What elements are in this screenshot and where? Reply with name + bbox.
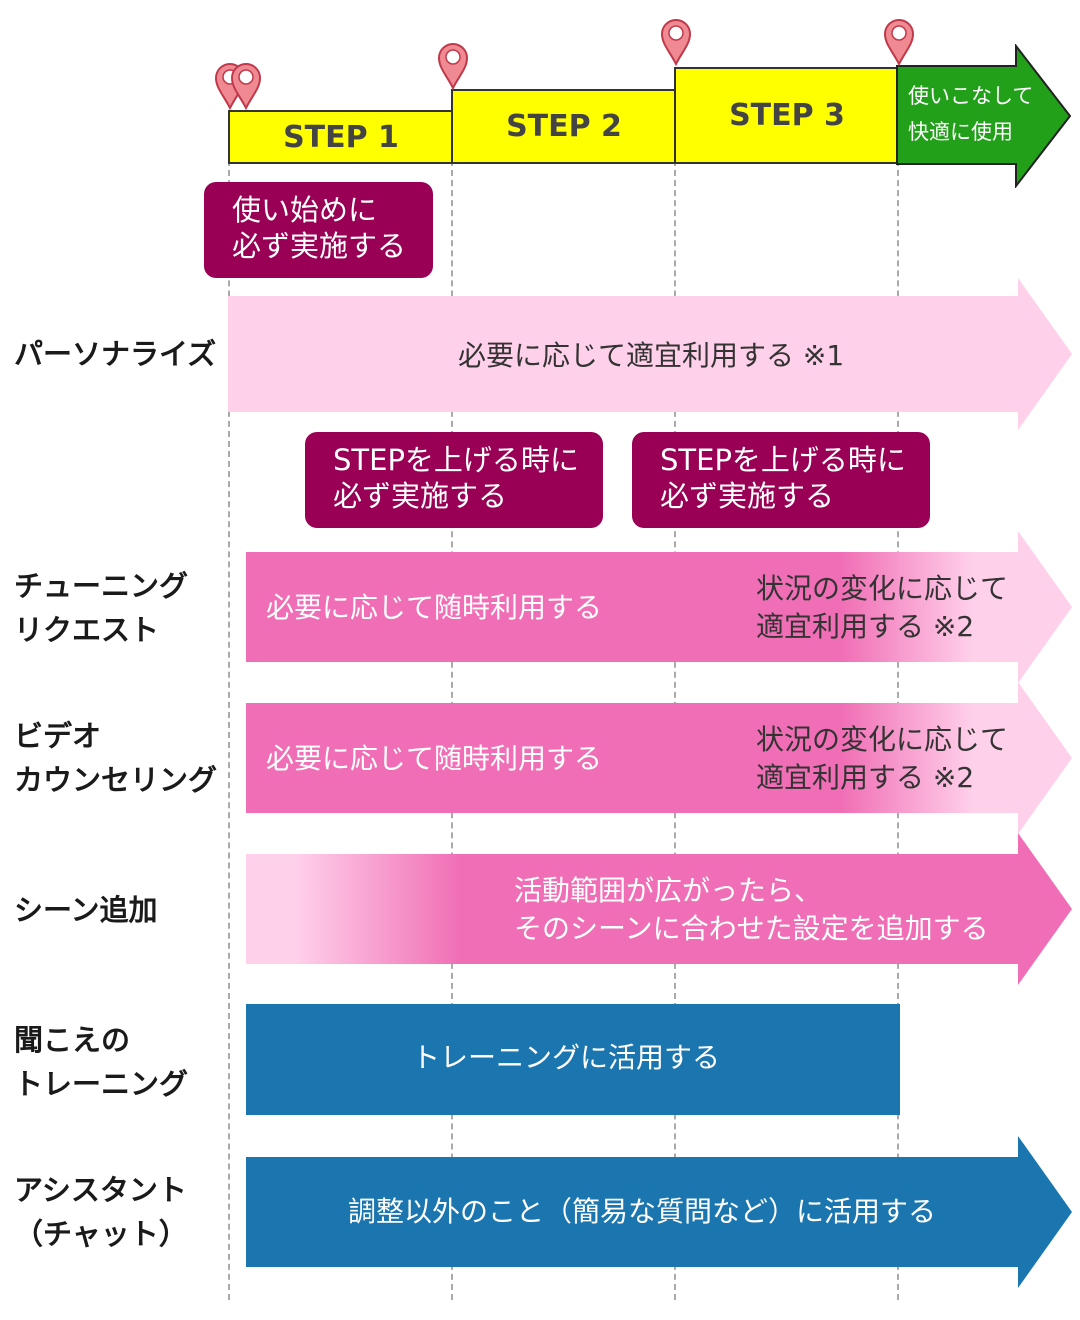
step-2-label: STEP 2: [506, 109, 622, 144]
row-label-hearing-training: 聞こえの トレーニング: [14, 1023, 189, 1101]
row-label-personalize: パーソナライズ: [14, 337, 217, 371]
step-2-block: STEP 2: [451, 89, 677, 164]
location-pin-icon: [437, 43, 469, 90]
guide-line-start: [228, 160, 230, 1300]
text-tuning-request-later: 状況の変化に応じて 適宜利用する ※2: [756, 572, 1009, 643]
final-usage-arrow: [896, 44, 1072, 188]
callout-start: 使い始めに 必ず実施する: [204, 182, 433, 278]
row-label-video-counseling: ビデオ カウンセリング: [14, 719, 218, 797]
step-1-label: STEP 1: [283, 119, 399, 155]
step-3-block: STEP 3: [674, 67, 900, 164]
row-label-scene-add: シーン追加: [14, 893, 158, 927]
arrow-video-counseling: [246, 682, 1072, 834]
text-tuning-request: 必要に応じて随時利用する: [266, 591, 603, 624]
row-label-tuning-request: チューニング リクエスト: [14, 569, 189, 647]
location-pin-icon: [883, 19, 915, 66]
text-assistant-chat: 調整以外のこと（簡易な質問など）に活用する: [348, 1195, 937, 1228]
row-label-assistant-chat: アシスタント （チャット）: [14, 1173, 188, 1251]
arrow-personalize: [228, 278, 1072, 430]
text-personalize: 必要に応じて適宜利用する ※1: [458, 339, 845, 372]
text-hearing-training: トレーニングに活用する: [412, 1041, 721, 1074]
arrow-assistant-chat: [246, 1136, 1072, 1288]
text-scene-add: 活動範囲が広がったら、 そのシーンに合わせた設定を追加する: [514, 874, 989, 945]
location-pin-icon: [230, 63, 262, 110]
bar-hearing-training: [246, 1004, 900, 1115]
arrow-scene-add: [246, 833, 1072, 985]
location-pin-icon: [660, 19, 692, 66]
step-1-block: STEP 1: [228, 110, 454, 164]
callout-step-up-2: STEPを上げる時に 必ず実施する: [632, 432, 930, 528]
arrow-tuning-request: [246, 531, 1072, 683]
text-video-counseling: 必要に応じて随時利用する: [266, 742, 603, 775]
step-3-label: STEP 3: [729, 98, 845, 133]
text-video-counseling-later: 状況の変化に応じて 適宜利用する ※2: [756, 723, 1009, 794]
callout-step-up-1: STEPを上げる時に 必ず実施する: [305, 432, 603, 528]
final-usage-text: 使いこなして 快適に使用: [908, 84, 1034, 144]
